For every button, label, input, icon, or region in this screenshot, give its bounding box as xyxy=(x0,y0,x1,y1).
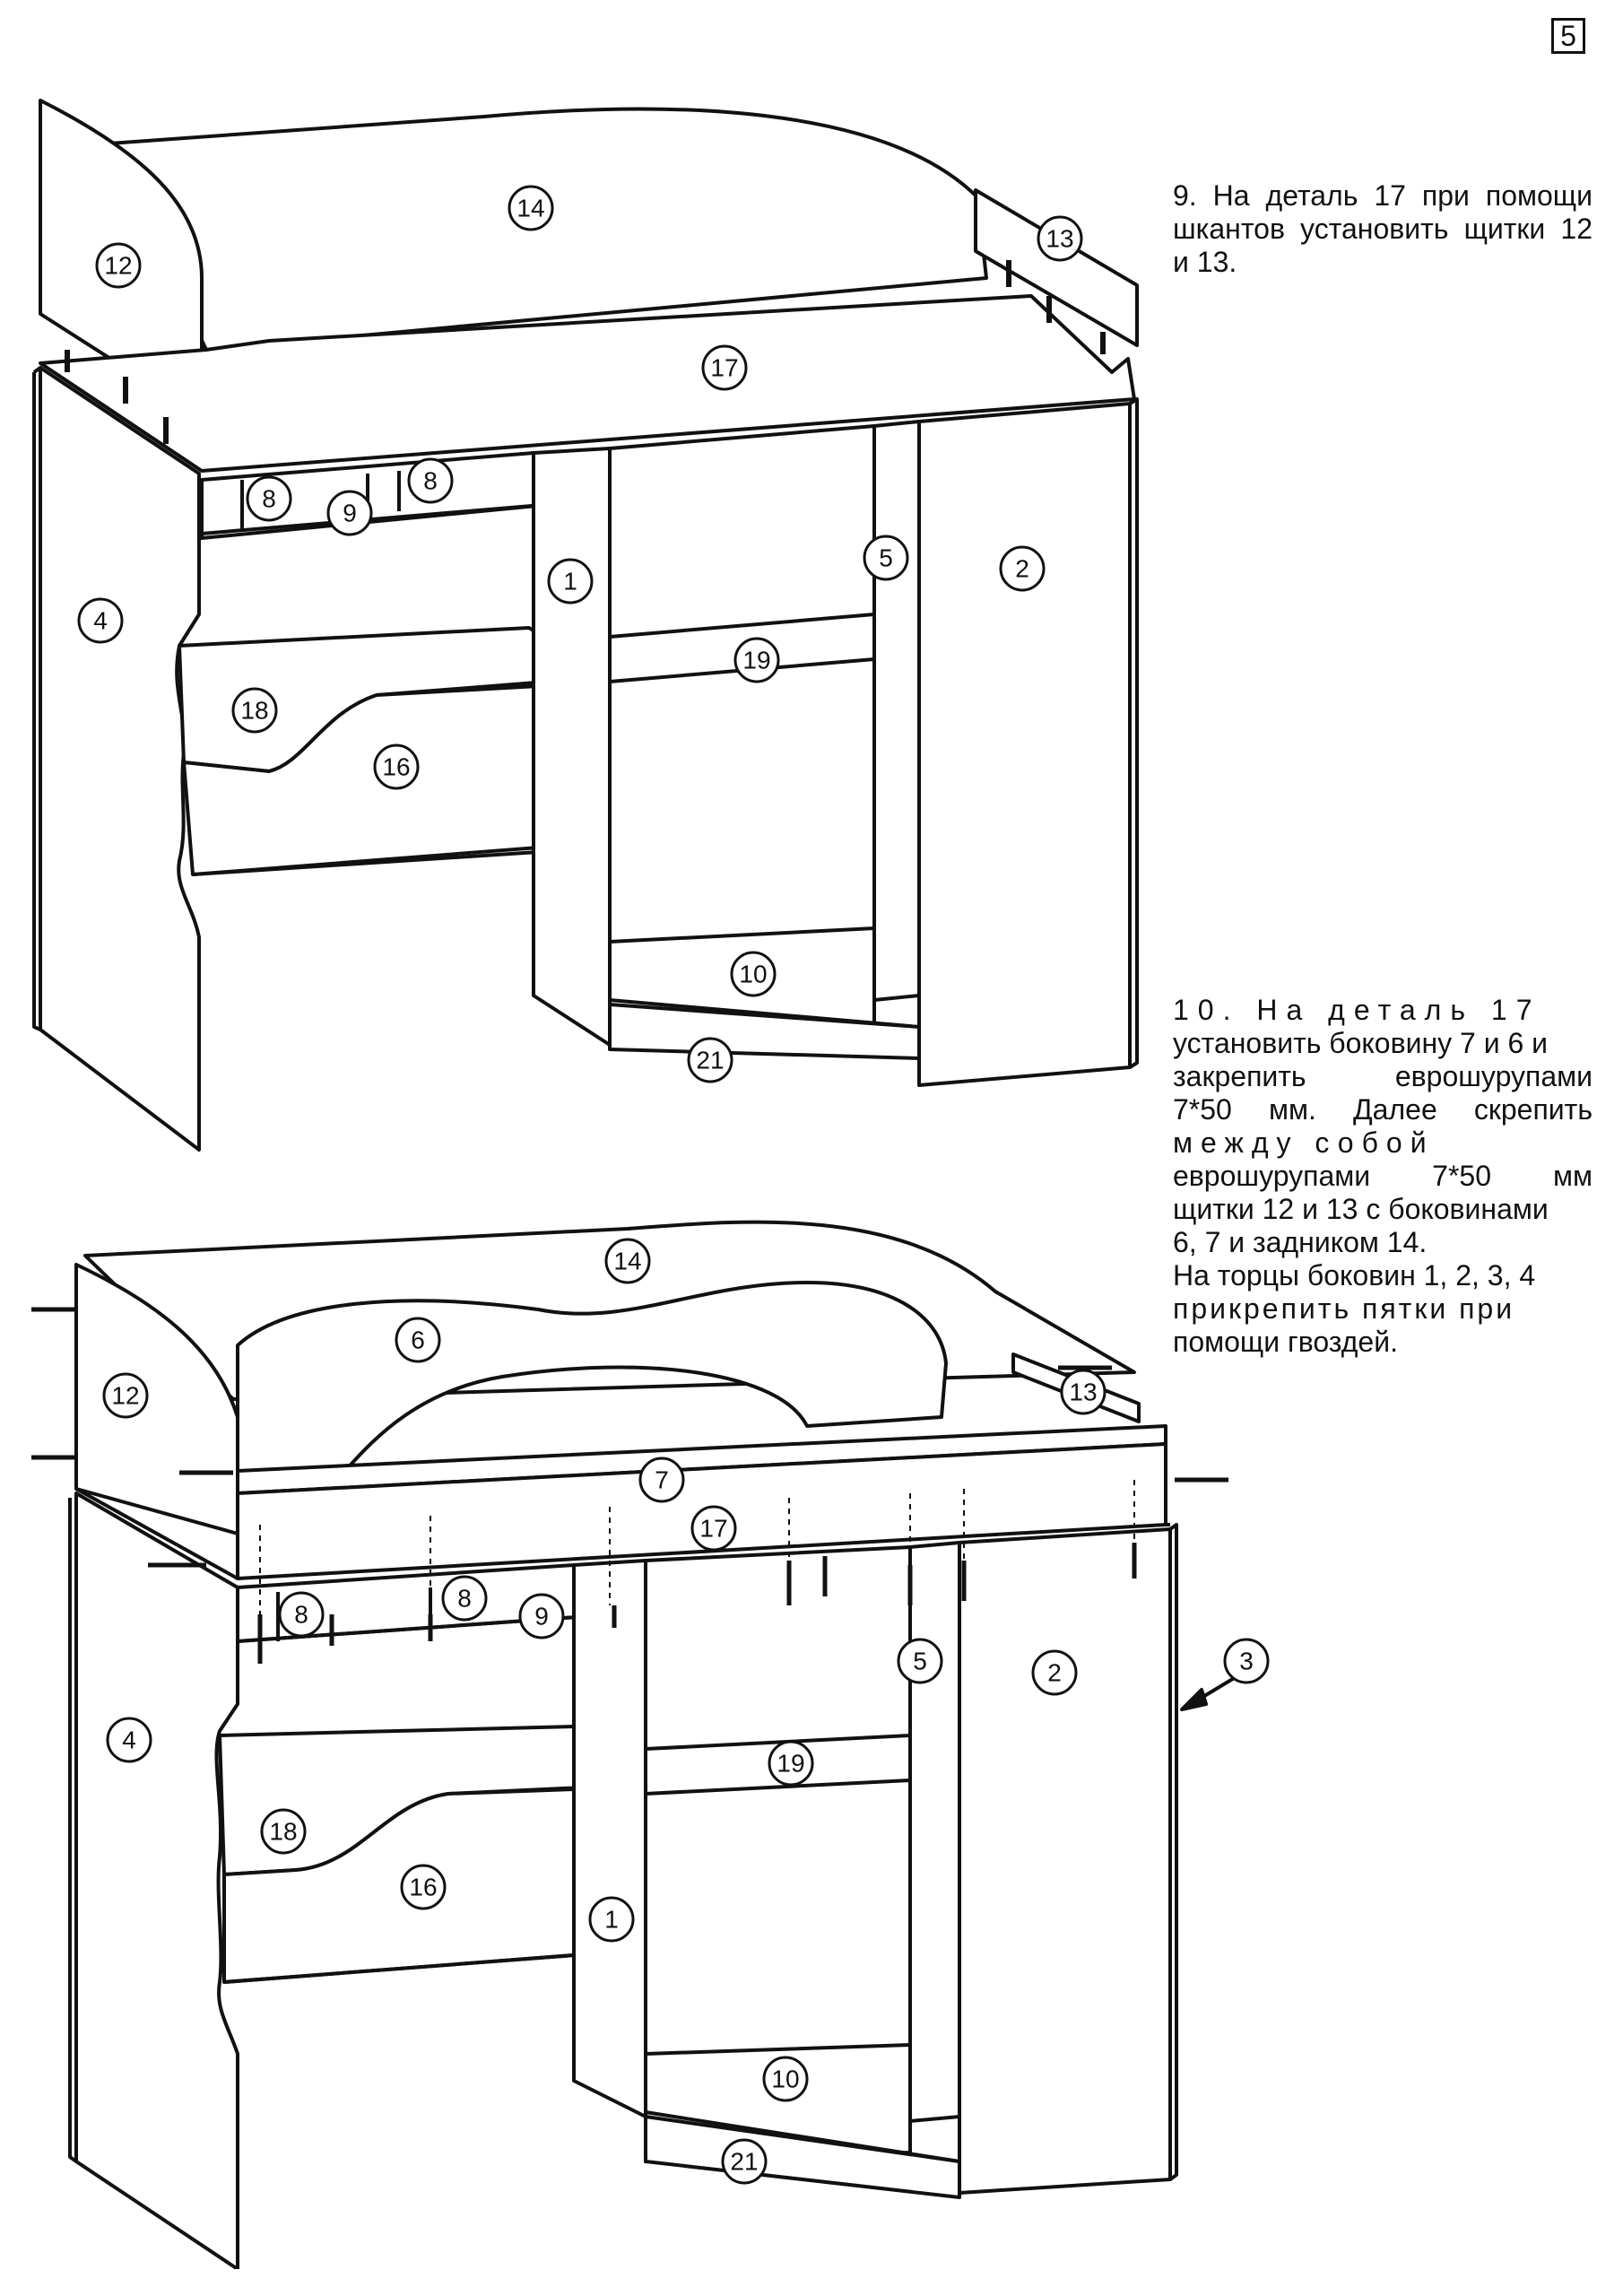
step-10-instruction: 10. На деталь 17 установить боковину 7 и… xyxy=(1173,994,1593,1359)
front-panel-16 xyxy=(222,1787,576,1984)
step-10-line: установить боковину 7 и 6 и xyxy=(1173,1027,1549,1059)
dowel-markers xyxy=(65,260,1106,444)
step-10-line: щитки 12 и 13 с боковинами xyxy=(1173,1193,1549,1225)
step-10-line: закрепить еврошурупами xyxy=(1173,1060,1593,1092)
side-panel-2 xyxy=(917,402,1132,1087)
step-9-text: 9. На деталь 17 при помощи шкантов устан… xyxy=(1173,179,1593,278)
step-10-line: 6, 7 и задником 14. xyxy=(1173,1226,1428,1258)
dashed-guides xyxy=(259,1480,1135,1614)
step-10-line: 10. На деталь 17 xyxy=(1173,994,1541,1026)
plinth-21 xyxy=(644,2115,961,2199)
divider-panel-1 xyxy=(572,1559,647,2118)
divider-panel-5 xyxy=(908,1541,961,2123)
cabinet-interior xyxy=(608,424,876,1047)
step-10-line: На торцы боковин 1, 2, 3, 4 xyxy=(1173,1259,1536,1292)
step-10-line: помощи гвоздей. xyxy=(1173,1326,1398,1358)
step-9-instruction: 9. На деталь 17 при помощи шкантов устан… xyxy=(1173,179,1593,279)
step-10-line: между собой xyxy=(1173,1126,1435,1159)
cabinet-interior xyxy=(644,1545,912,2163)
divider-panel-5 xyxy=(872,420,921,1002)
side-panel-4 xyxy=(39,366,201,1152)
step-10-assembly-drawing xyxy=(31,1220,1237,2269)
divider-panel-1 xyxy=(532,447,612,1047)
side-panel-4 xyxy=(74,1492,239,2269)
guard-panel-13 xyxy=(974,188,1139,347)
step-10-line: 7*50 мм. Далее скрепить xyxy=(1173,1093,1593,1126)
page-number: 5 xyxy=(1551,18,1585,54)
front-panel-16 xyxy=(182,684,540,876)
step-9-assembly-drawing xyxy=(32,99,1139,1152)
side-panel-2 xyxy=(958,1527,1172,2195)
step-10-line: прикрепить пятки при xyxy=(1173,1292,1515,1325)
step-10-line: еврошурупами 7*50 мм xyxy=(1173,1160,1593,1192)
top-panel-17 xyxy=(39,294,1136,473)
screw-markers xyxy=(31,1307,1228,1568)
